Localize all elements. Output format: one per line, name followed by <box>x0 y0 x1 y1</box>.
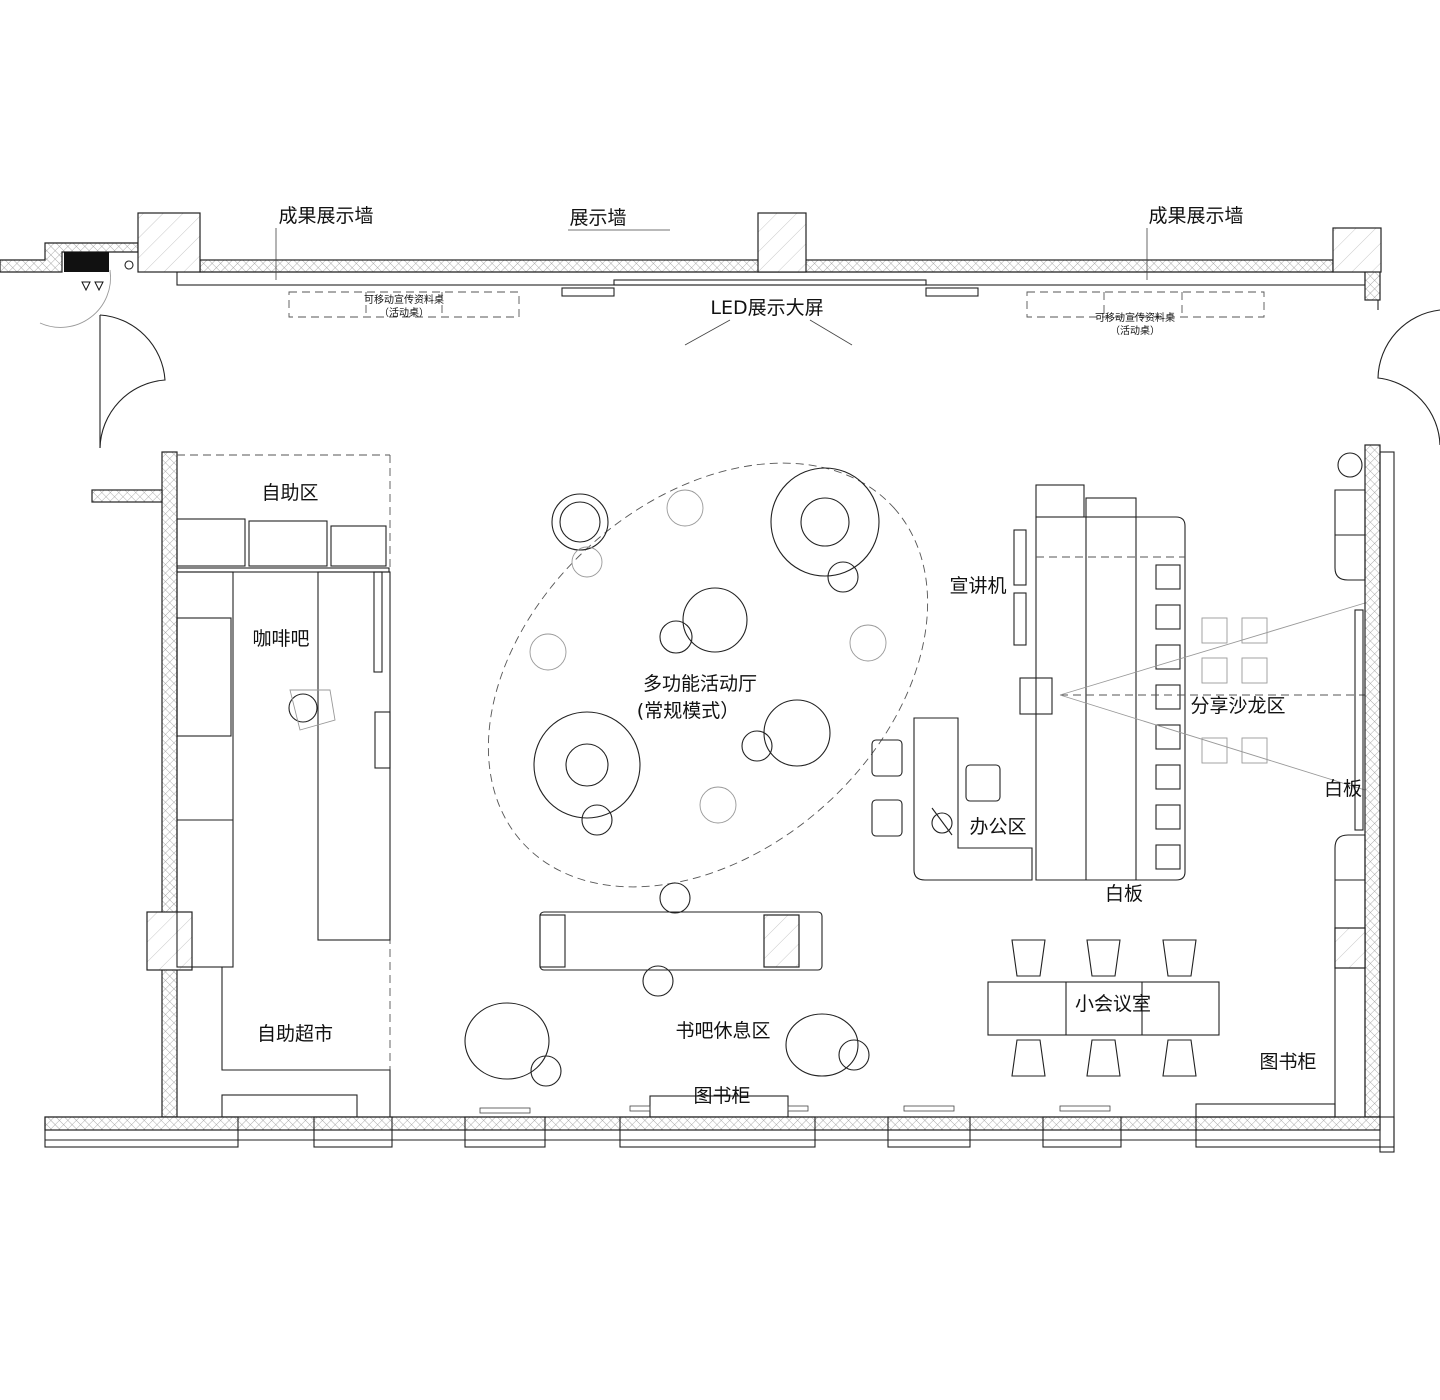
label-led-screen: LED展示大屏 <box>710 297 823 319</box>
label-presenter: 宣讲机 <box>949 575 1006 597</box>
office-area <box>871 484 1366 881</box>
label-salon: 分享沙龙区 <box>1190 695 1285 717</box>
label-whiteboard-right: 白板 <box>1324 778 1362 800</box>
book-lounge <box>464 911 870 1118</box>
meeting-room <box>987 939 1220 1077</box>
desk-label-left: 可移动宣传资料桌 <box>364 293 444 306</box>
label-achievement-wall-right: 成果展示墙 <box>1148 205 1243 227</box>
label-bookcase-bottom: 图书柜 <box>693 1085 750 1107</box>
desk-sublabel-right: （活动桌） <box>1110 324 1160 337</box>
multi-function-hall <box>487 462 929 914</box>
left-wall <box>91 451 391 1118</box>
movable-desk-left <box>288 291 520 318</box>
label-bookcase-right: 图书柜 <box>1259 1051 1316 1073</box>
label-self-supermarket: 自助超市 <box>257 1023 333 1045</box>
bottom-wall <box>44 1103 1395 1148</box>
label-coffee-bar: 咖啡吧 <box>252 628 309 650</box>
label-book-lounge: 书吧休息区 <box>675 1020 770 1042</box>
top-wall <box>0 212 1382 346</box>
label-multi-function-hall: 多功能活动厅 <box>643 673 757 695</box>
entrance-doors <box>99 300 1440 449</box>
label-office: 办公区 <box>969 816 1026 838</box>
right-wall <box>1334 444 1395 1153</box>
label-multi-hall-mode: (常规模式） <box>637 700 739 722</box>
label-self-service: 自助区 <box>261 482 318 504</box>
desk-label-right: 可移动宣传资料桌 <box>1095 311 1175 324</box>
label-meeting-room: 小会议室 <box>1075 993 1151 1015</box>
desk-sublabel-left: （活动桌） <box>379 306 429 319</box>
label-whiteboard-office: 白板 <box>1105 883 1143 905</box>
label-achievement-wall-left: 成果展示墙 <box>278 205 373 227</box>
label-display-wall: 展示墙 <box>569 207 626 229</box>
movable-desk-right <box>1026 291 1265 318</box>
